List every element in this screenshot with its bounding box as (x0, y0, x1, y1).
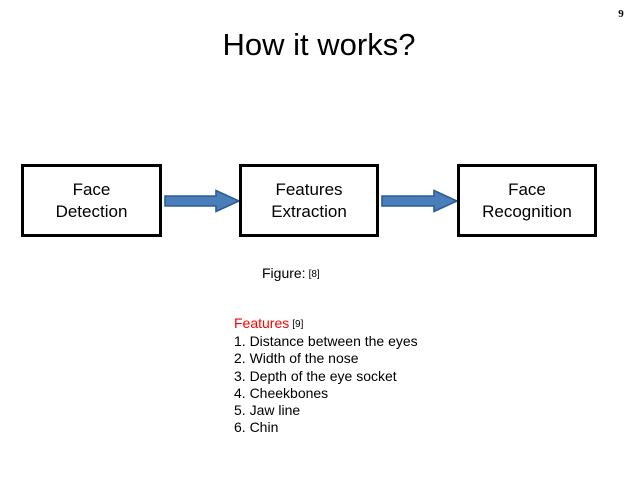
page-number: 9 (618, 8, 624, 20)
pipeline-diagram: Face Detection Features Extraction Face … (0, 164, 638, 240)
flow-box-face-detection: Face Detection (21, 164, 162, 237)
features-heading: Features[9] (234, 315, 418, 333)
figure-caption: Figure:[8] (262, 264, 320, 284)
flow-box-label: Face Detection (55, 179, 128, 221)
list-item: 1. Distance between the eyes (234, 333, 418, 349)
flow-box-label: Face Recognition (482, 179, 572, 221)
list-item: 2. Width of the nose (234, 350, 359, 367)
flow-box-face-recognition: Face Recognition (457, 164, 597, 237)
features-heading-reference: [9] (292, 319, 304, 330)
flow-box-label: Features Extraction (271, 179, 347, 221)
right-arrow-icon (381, 189, 458, 213)
right-arrow-icon (164, 189, 240, 213)
page-title: How it works? (222, 27, 416, 62)
list-item: 6. Chin (234, 419, 279, 436)
list-item: 5. Jaw line (234, 402, 301, 419)
features-heading-text: Features (234, 315, 290, 331)
flow-box-features-extraction: Features Extraction (239, 164, 379, 237)
figure-caption-text: Figure: (262, 265, 306, 281)
list-item: 4. Cheekbones (234, 384, 329, 401)
list-item: 3. Depth of the eye socket (234, 367, 397, 384)
features-list: 1. Distance between the eyes 2. Width of… (234, 333, 418, 437)
features-block: Features[9] 1. Distance between the eyes… (234, 315, 418, 437)
figure-caption-reference: [8] (308, 269, 320, 280)
